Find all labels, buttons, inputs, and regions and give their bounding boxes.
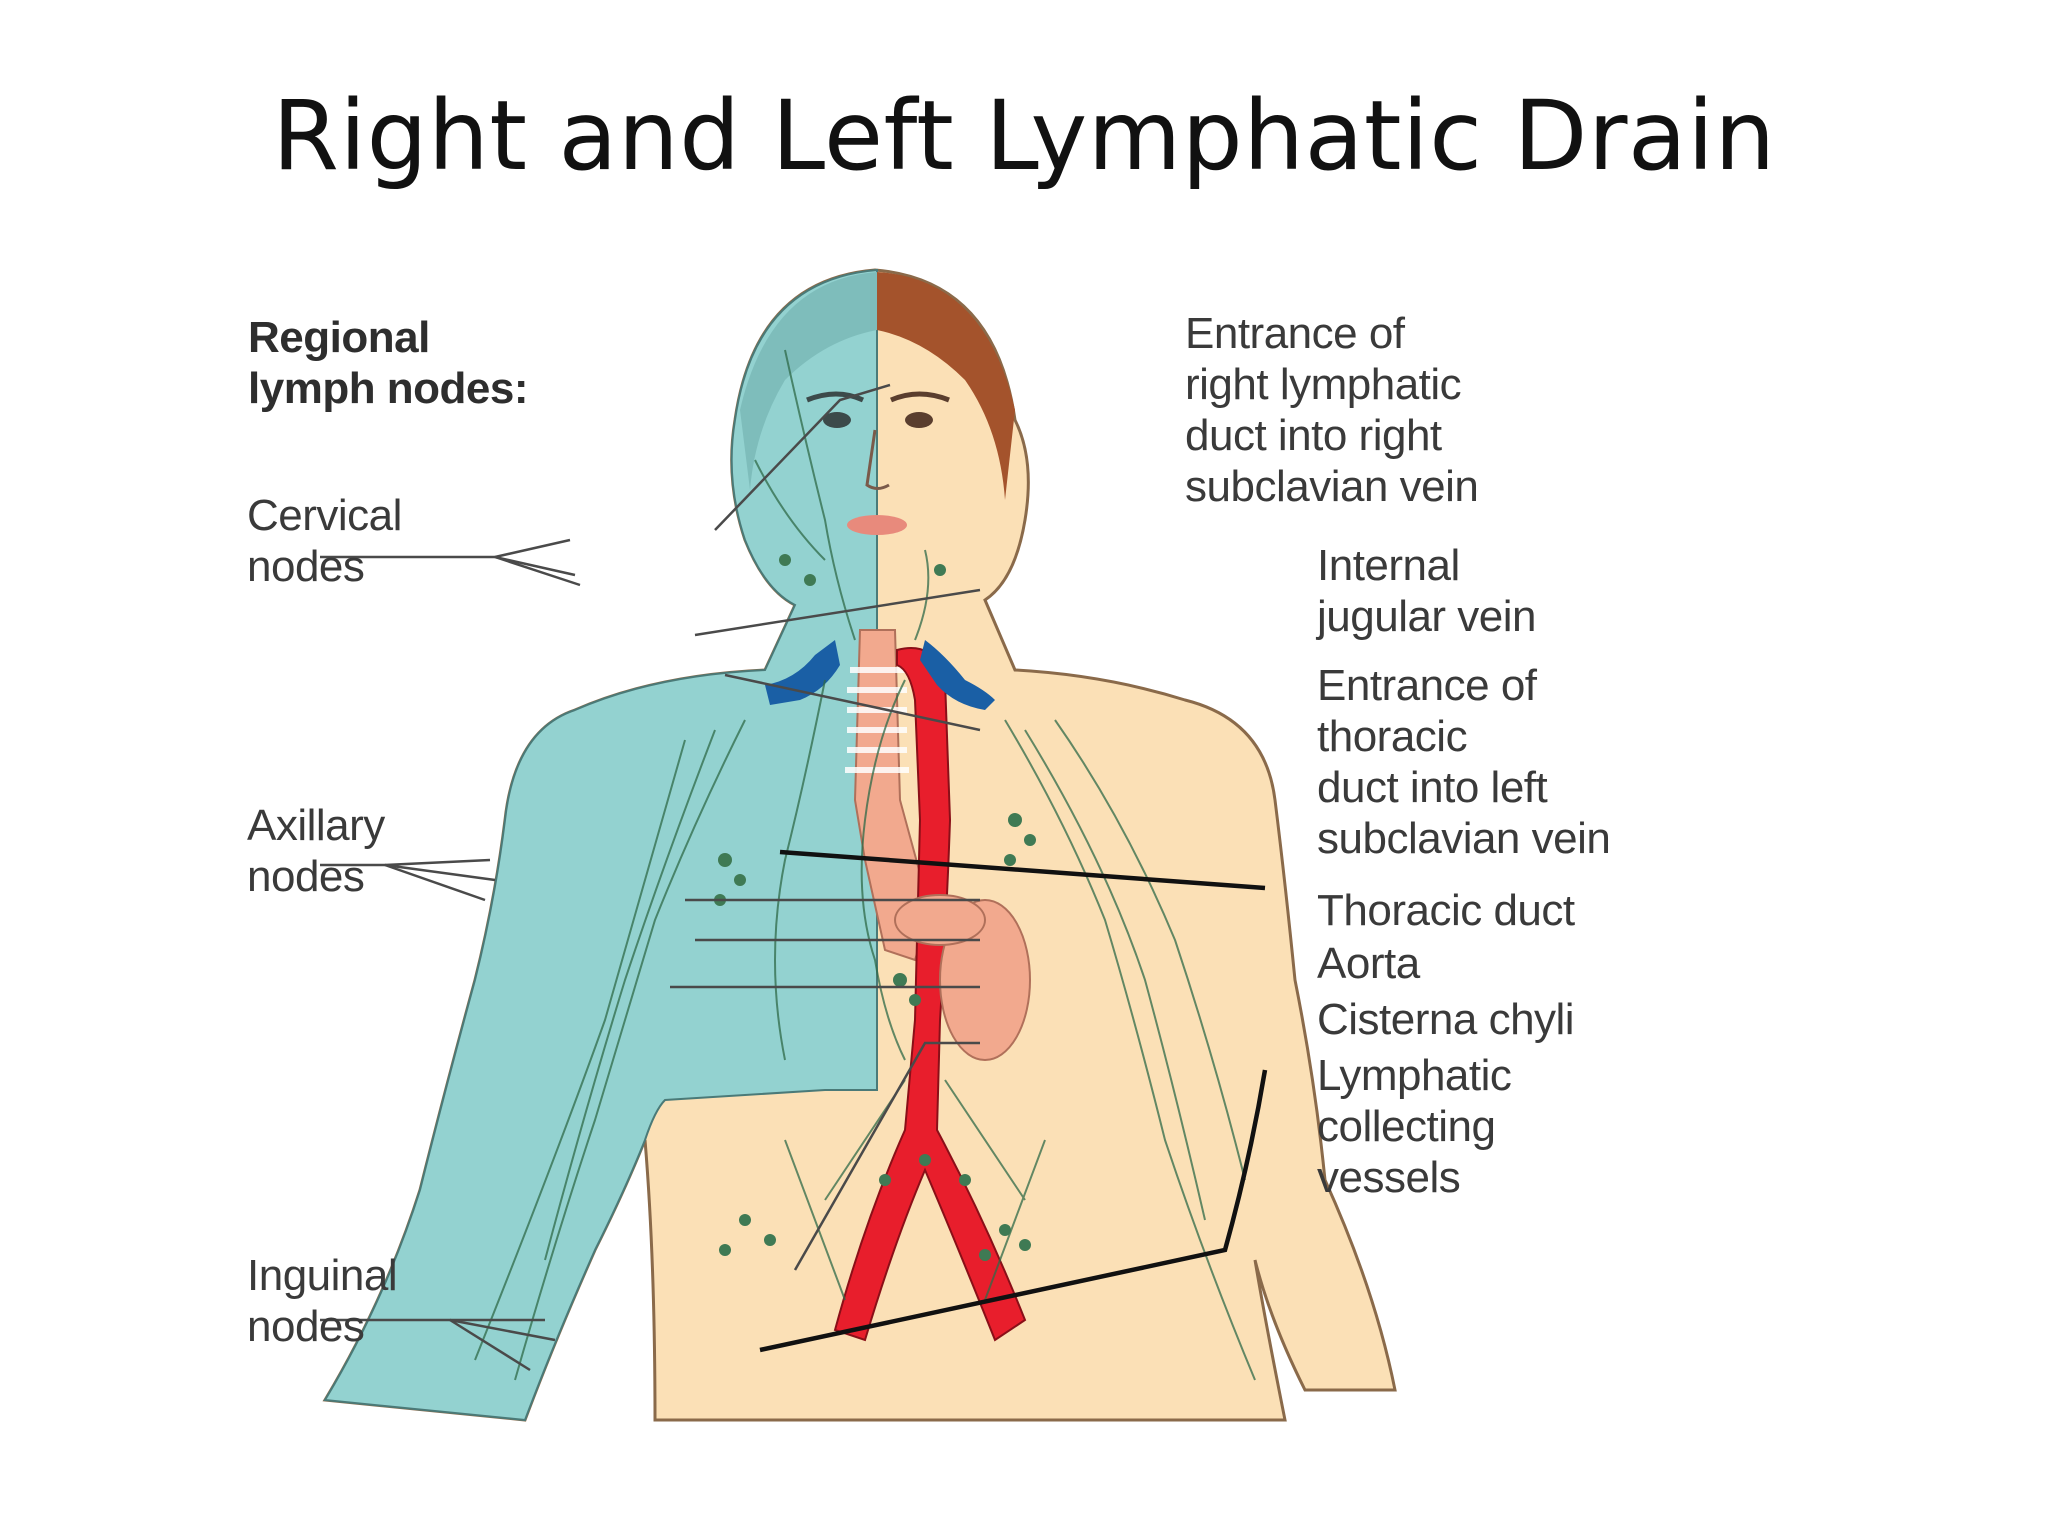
hair: [877, 272, 1015, 500]
aorta-label: Aorta: [1317, 939, 1420, 988]
cervical-nodes-label: Cervical nodes: [247, 491, 402, 591]
inguinal-nodes-label: Inguinal nodes: [247, 1251, 398, 1351]
hair-left: [740, 272, 877, 490]
axillary-nodes-label: Axillary nodes: [247, 801, 385, 901]
slide-title: Right and Left Lymphatic Drain: [272, 80, 1776, 192]
leader-lines-right: [670, 383, 981, 1271]
cisterna-chyli-label: Cisterna chyli: [1317, 995, 1575, 1044]
lymph-vessels: [474, 349, 1256, 1381]
callout-lines: [759, 849, 1268, 1353]
internal-jugular-vein-label: Internal jugular vein: [1317, 541, 1537, 641]
lymph-node-clusters: [714, 554, 1036, 1261]
thoracic-duct-label: Thoracic duct: [1317, 886, 1575, 935]
right-duct-entrance-label: Entrance of right lymphatic duct into ri…: [1185, 309, 1479, 511]
lymphatic-collecting-vessels-label: Lymphatic collecting vessels: [1317, 1051, 1512, 1202]
left-subclavian-vein: [920, 640, 995, 710]
body-illustration: [320, 268, 1397, 1422]
right-drainage-region: [323, 268, 878, 1422]
thoracic-duct-entrance-label: Entrance of thoracic duct into left subc…: [1317, 661, 1611, 863]
regional-lymph-nodes-heading: Regional lymph nodes:: [248, 313, 529, 413]
lymphatic-diagram: Regional lymph nodes: Cervical nodes Axi…: [225, 260, 1685, 1440]
leader-lines-left: [320, 538, 581, 1372]
